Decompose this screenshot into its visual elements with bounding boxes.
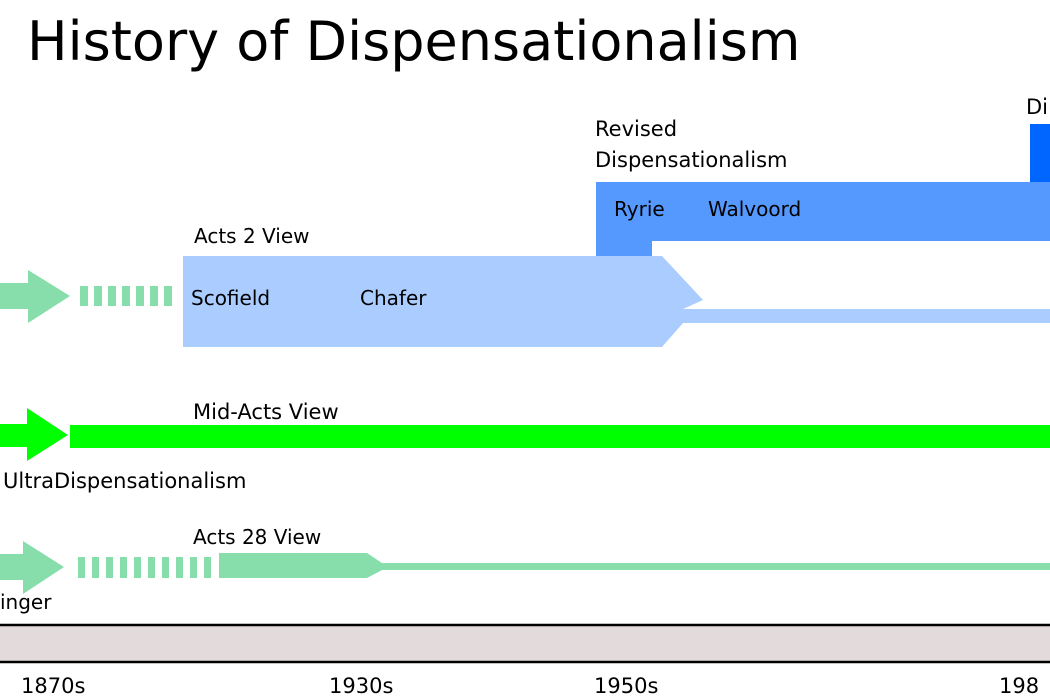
progressive-stream-bar <box>1030 124 1050 184</box>
person-ryrie: Ryrie <box>614 197 665 221</box>
person-chafer: Chafer <box>360 286 427 310</box>
acts2-label: Acts 2 View <box>194 224 310 248</box>
revised-label-line1: Revised <box>595 117 678 141</box>
timeline-tick-1930s: 1930s <box>329 674 394 698</box>
acts28-origin-arrow <box>0 541 64 594</box>
mid-acts-stream-bar <box>70 425 1050 448</box>
revised-label-line2: Dispensationalism <box>595 148 788 172</box>
acts28-label: Acts 28 View <box>193 525 322 549</box>
acts28-stream-bar <box>219 553 1050 578</box>
ultra-dispensationalism-label: UltraDispensationalism <box>3 469 247 493</box>
person-walvoord: Walvoord <box>708 197 802 221</box>
revised-stream-bar <box>596 182 1050 256</box>
mid-acts-origin-arrow <box>0 408 68 461</box>
progressive-label: Di <box>1026 95 1049 119</box>
acts2-dashed-connector <box>80 286 172 306</box>
timeline-tick-1980s: 198 <box>999 674 1040 698</box>
acts28-dashed-connector <box>78 557 211 578</box>
person-scofield: Scofield <box>191 286 271 310</box>
timeline-tick-1950s: 1950s <box>594 674 659 698</box>
timeline-tick-1870s: 1870s <box>21 674 86 698</box>
acts2-origin-arrow <box>0 270 70 323</box>
mid-acts-label: Mid-Acts View <box>193 400 339 424</box>
acts2-stream-bar <box>183 256 1050 347</box>
acts28-person-label: inger <box>0 590 52 614</box>
timeline-band <box>0 625 1050 662</box>
page-title: History of Dispensationalism <box>27 10 801 73</box>
